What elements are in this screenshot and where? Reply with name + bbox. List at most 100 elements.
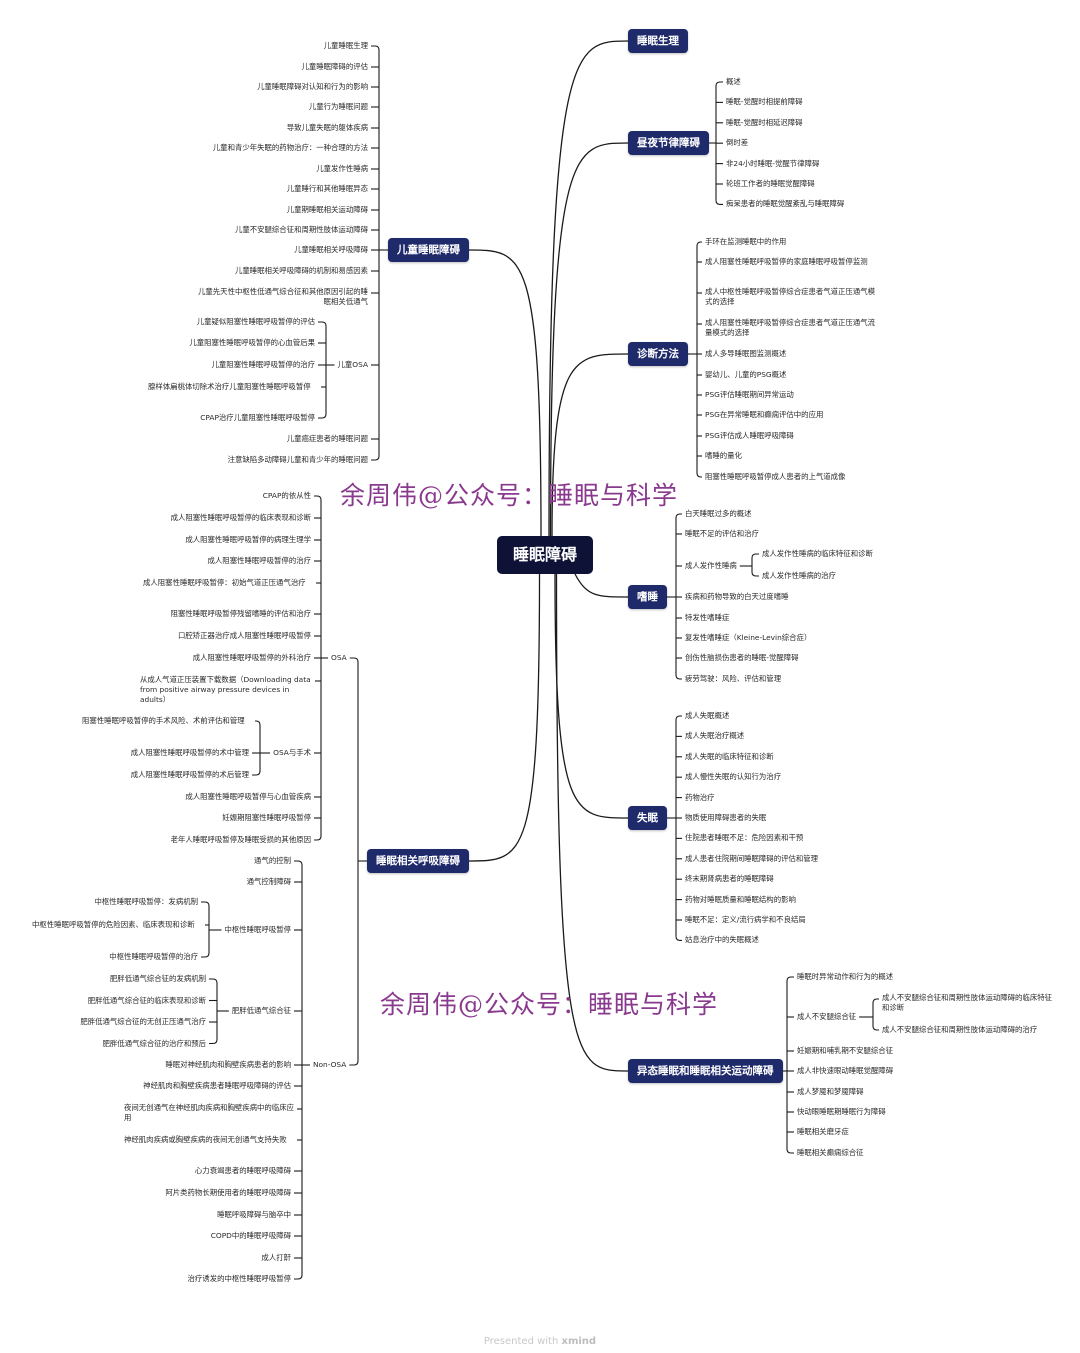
subtopic[interactable]: 儿童OSA [337,360,368,369]
subtopic[interactable]: OSA与手术 [273,748,311,757]
subtopic[interactable]: 睡眠相关磨牙症 [797,1127,849,1136]
subtopic[interactable]: 儿童不安腿综合征和周期性肢体运动障碍 [234,225,368,234]
subtopic[interactable]: 概述 [726,77,741,86]
subtopic[interactable]: 成人阻塞性睡眠呼吸暂停的家庭睡眠呼吸暂停监测 [705,257,868,266]
subtopic[interactable]: 成人慢性失眠的认知行为治疗 [685,772,782,782]
subtopic[interactable]: 中枢性睡眠呼吸暂停：发病机制 [94,897,198,906]
subtopic[interactable]: 夜间无创通气在神经肌肉疾病和胸壁疾病中的临床应用 [124,1103,294,1122]
subtopic[interactable]: PSG评估睡眠期间异常运动 [705,390,794,399]
subtopic[interactable]: 老年人睡眠呼吸暂停及睡眠受损的其他原因 [170,835,311,844]
subtopic[interactable]: 肥胖低通气综合征的治疗和预后 [102,1038,206,1048]
subtopic[interactable]: 肥胖低通气综合征的无创正压通气治疗 [80,1017,206,1026]
subtopic-non-osa[interactable]: Non-OSA [313,1060,347,1069]
subtopic[interactable]: 儿童行为睡眠问题 [308,102,368,111]
subtopic[interactable]: 睡眠-觉醒时相延迟障碍 [726,117,803,127]
subtopic[interactable]: 儿童睡眠相关呼吸障碍的机制和易感因素 [234,266,368,275]
subtopic[interactable]: 成人患者住院期间睡眠障碍的评估和管理 [685,853,819,863]
subtopic[interactable]: 睡眠不足的评估和治疗 [685,529,759,538]
subtopic[interactable]: 阻塞性睡眠呼吸暂停的手术风险、术前评估和管理 [82,716,245,725]
topic-sleep-physiology[interactable]: 睡眠生理 [628,29,688,53]
topic-diagnosis[interactable]: 诊断方法 [628,342,688,366]
subtopic[interactable]: 轮班工作者的睡眠觉醒障碍 [726,179,815,188]
subtopic[interactable]: 儿童阻塞性睡眠呼吸暂停的治疗 [211,360,315,369]
subtopic[interactable]: 成人发作性睡病的临床特征和诊断 [762,549,873,558]
subtopic[interactable]: 阻塞性睡眠呼吸暂停成人患者的上气道成像 [705,472,846,481]
subtopic[interactable]: 物质使用障碍患者的失眠 [685,813,767,822]
subtopic[interactable]: 阿片类药物长期使用者的睡眠呼吸障碍 [165,1188,291,1197]
subtopic[interactable]: 成人多导睡眠图监测概述 [705,349,787,358]
subtopic[interactable]: 睡眠时异常动作和行为的概述 [797,972,894,981]
xmind-brand[interactable]: xmind [561,1336,597,1347]
subtopic[interactable]: 阻塞性睡眠呼吸暂停残留嗜睡的评估和治疗 [170,609,311,618]
subtopic[interactable]: 儿童癌症患者的睡眠问题 [286,434,368,443]
subtopic[interactable]: 成人阻塞性睡眠呼吸暂停与心血管疾病 [185,792,311,801]
subtopic[interactable]: 成人发作性睡病的治疗 [762,571,836,580]
subtopic[interactable]: 治疗诱发的中枢性睡眠呼吸暂停 [187,1274,291,1283]
subtopic[interactable]: 成人不安腿综合征和周期性肢体运动障碍的临床特征和诊断 [882,993,1052,1012]
subtopic[interactable]: 终末期肾病患者的睡眠障碍 [685,874,774,884]
subtopic[interactable]: 睡眠相关癫痫综合征 [797,1148,864,1157]
subtopic[interactable]: 肥胖低通气综合征的发病机制 [109,974,206,983]
subtopic[interactable]: 成人阻塞性睡眠呼吸暂停的治疗 [207,556,311,565]
topic-insomnia[interactable]: 失眠 [628,806,667,830]
subtopic[interactable]: 中枢性睡眠呼吸暂停的危险因素、临床表现和诊断 [32,920,195,929]
subtopic[interactable]: 成人非快速眼动睡眠觉醒障碍 [797,1066,894,1075]
subtopic[interactable]: 成人失眠概述 [685,711,730,720]
subtopic[interactable]: 手环在监测睡眠中的作用 [705,237,787,246]
subtopic[interactable]: 儿童睡眠障碍的评估 [301,62,368,71]
subtopic[interactable]: 成人阻塞性睡眠呼吸暂停：初始气道正压通气治疗 [143,578,306,587]
root-topic[interactable]: 睡眠障碍 [497,536,594,574]
subtopic[interactable]: COPD中的睡眠呼吸障碍 [210,1231,291,1240]
subtopic[interactable]: 疾病和药物导致的白天过度嗜睡 [685,592,789,601]
subtopic[interactable]: 通气控制障碍 [246,877,291,886]
subtopic[interactable]: 成人失眠治疗概述 [685,731,745,741]
subtopic[interactable]: 导致儿童失眠的躯体疾病 [286,123,368,132]
subtopic[interactable]: 儿童先天性中枢性低通气综合征和其他原因引起的睡眠相关低通气 [198,287,368,306]
topic-hypersomnia[interactable]: 嗜睡 [628,585,667,609]
subtopic[interactable]: 成人阻塞性睡眠呼吸暂停综合症患者气道正压通气流量模式的选择 [705,318,875,337]
subtopic[interactable]: 成人阻塞性睡眠呼吸暂停的术中管理 [130,748,249,757]
subtopic[interactable]: 成人梦魇和梦魇障碍 [797,1087,864,1096]
subtopic[interactable]: 儿童和青少年失眠的药物治疗：一种合理的方法 [212,143,368,152]
subtopic[interactable]: PSG在异常睡眠和癫痫评估中的应用 [705,410,824,419]
subtopic[interactable]: PSG评估成人睡眠呼吸障碍 [705,431,794,440]
subtopic[interactable]: 中枢性睡眠呼吸暂停 [224,925,291,934]
subtopic[interactable]: 睡眠呼吸障碍与脑卒中 [217,1210,291,1219]
subtopic[interactable]: 药物对睡眠质量和睡眠结构的影响 [685,894,796,904]
subtopic[interactable]: 痴呆患者的睡眠觉醒紊乱与睡眠障碍 [726,199,845,209]
subtopic[interactable]: 儿童发作性睡病 [316,164,368,173]
subtopic[interactable]: 白天睡眠过多的概述 [685,509,752,518]
subtopic[interactable]: CPAP的依从性 [262,491,311,500]
subtopic[interactable]: 成人失眠的临床特征和诊断 [685,751,774,761]
subtopic[interactable]: 成人阻塞性睡眠呼吸暂停的临床表现和诊断 [170,513,311,522]
subtopic[interactable]: CPAP治疗儿童阻塞性睡眠呼吸暂停 [200,413,315,422]
subtopic[interactable]: 成人打鼾 [261,1253,291,1262]
subtopic[interactable]: 成人阻塞性睡眠呼吸暂停的术后管理 [130,770,249,779]
subtopic[interactable]: 创伤性脑损伤患者的睡眠-觉醒障碍 [685,653,799,662]
subtopic[interactable]: 嗜睡的量化 [705,451,742,460]
subtopic[interactable]: 儿童睡眠生理 [323,41,368,50]
subtopic[interactable]: 疲劳驾驶：风险、评估和管理 [685,674,782,683]
subtopic[interactable]: 成人不安腿综合征 [797,1012,857,1021]
subtopic[interactable]: 特发性嗜睡症 [685,613,730,622]
subtopic[interactable]: 心力衰竭患者的睡眠呼吸障碍 [194,1166,291,1175]
subtopic[interactable]: 婴幼儿、儿童的PSG概述 [705,370,787,379]
subtopic[interactable]: 儿童睡眠相关呼吸障碍 [294,245,368,254]
subtopic[interactable]: 中枢性睡眠呼吸暂停的治疗 [109,952,198,961]
subtopic[interactable]: 成人阻塞性睡眠呼吸暂停的外科治疗 [192,653,311,662]
subtopic[interactable]: 睡眠-觉醒时相提前障碍 [726,97,803,107]
subtopic[interactable]: 通气的控制 [254,856,291,865]
subtopic[interactable]: 儿童睡行和其他睡眠异态 [286,184,368,193]
subtopic[interactable]: 成人中枢性睡眠呼吸暂停综合症患者气道正压通气模式的选择 [705,287,875,306]
subtopic[interactable]: 住院患者睡眠不足：危险因素和干预 [685,833,804,843]
topic-parasomnia[interactable]: 异态睡眠和睡眠相关运动障碍 [628,1059,783,1083]
subtopic[interactable]: 口腔矫正器治疗成人阻塞性睡眠呼吸暂停 [177,631,311,640]
topic-circadian[interactable]: 昼夜节律障碍 [628,131,709,155]
subtopic[interactable]: 妊娠期阻塞性睡眠呼吸暂停 [222,813,311,822]
subtopic[interactable]: 从成人气道正压装置下载数据（Downloading data from posi… [140,675,311,704]
subtopic[interactable]: 快动眼睡眠期睡眠行为障碍 [797,1107,886,1116]
topic-breathing[interactable]: 睡眠相关呼吸障碍 [367,849,469,873]
subtopic[interactable]: 儿童阻塞性睡眠呼吸暂停的心血管后果 [189,338,315,347]
subtopic-osa[interactable]: OSA [331,653,347,662]
subtopic[interactable]: 神经肌肉疾病或胸壁疾病的夜间无创通气支持失败 [124,1135,287,1144]
